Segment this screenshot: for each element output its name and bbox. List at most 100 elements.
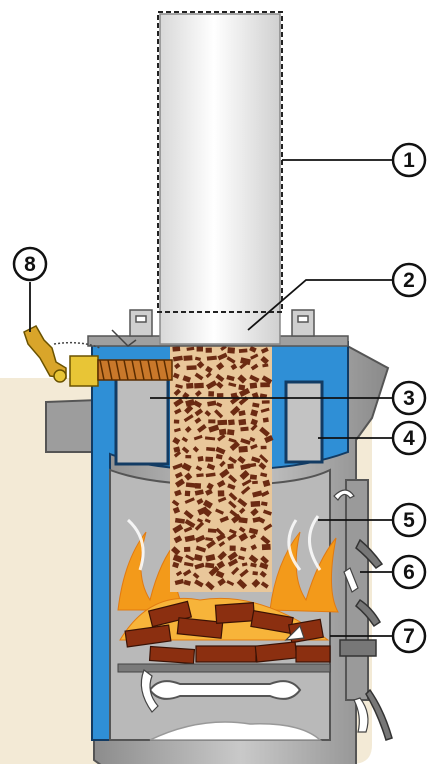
wood-chunk xyxy=(205,581,215,591)
wood-chunk xyxy=(173,427,181,433)
wood-chunk xyxy=(217,352,228,361)
wood-chunk xyxy=(226,375,235,382)
wood-chunk xyxy=(172,346,181,352)
wood-chunk xyxy=(227,347,236,354)
wood-chunk xyxy=(238,387,251,397)
wood-chunk xyxy=(216,393,224,398)
wood-chunk xyxy=(215,453,223,460)
callout-4: 4 xyxy=(391,420,427,456)
wood-chunk xyxy=(217,419,228,426)
wood-chunk xyxy=(183,509,194,520)
wood-chunk xyxy=(205,562,215,569)
wood-chunk xyxy=(192,446,200,453)
wood-chunk xyxy=(249,474,258,480)
wood-chunk xyxy=(205,553,216,562)
wood-chunk xyxy=(215,570,225,579)
wood-chunk xyxy=(260,501,268,507)
wood-chunk xyxy=(196,473,204,478)
wood-chunk xyxy=(258,462,267,470)
wood-chunk xyxy=(249,533,257,540)
wood-chunk xyxy=(174,471,183,479)
wood-chunk xyxy=(208,565,220,577)
wood-chunk xyxy=(206,540,216,549)
wood-chunk xyxy=(238,445,248,453)
wood-chunk xyxy=(186,365,197,371)
callout-7-circle xyxy=(391,618,427,654)
callout-7: 7 xyxy=(391,618,427,654)
grate xyxy=(117,663,331,700)
wood-chunk xyxy=(215,381,224,389)
side-flange xyxy=(45,398,99,453)
wood-chunk xyxy=(227,558,239,567)
callout-8-circle xyxy=(12,246,48,282)
wood-chunk xyxy=(173,450,182,458)
wood-chunk xyxy=(194,382,204,389)
wood-chunk xyxy=(227,532,237,541)
chimney-extension-outline xyxy=(157,11,283,313)
wood-chunk xyxy=(250,544,258,551)
wood-chunk xyxy=(260,356,269,365)
wood-chunk xyxy=(194,417,202,424)
wood-chunk xyxy=(264,435,274,444)
wood-chunk xyxy=(186,382,194,389)
wood-chunk xyxy=(258,517,266,524)
wood-chunk xyxy=(227,463,234,470)
wood-chunk xyxy=(208,419,216,424)
wood-chunk xyxy=(197,455,204,462)
wood-chunk xyxy=(229,441,240,451)
wood-chunk xyxy=(250,353,259,360)
wood-chunk xyxy=(262,509,272,516)
wood-chunk xyxy=(174,362,181,370)
wood-chunk xyxy=(193,434,203,441)
wood-chunk xyxy=(202,507,212,518)
wood-chunk xyxy=(217,550,227,561)
wood-chunk xyxy=(174,478,185,488)
wood-chunk xyxy=(194,489,204,496)
wood-chunk xyxy=(173,388,182,397)
wood-chunk xyxy=(226,580,235,586)
mounting-brackets xyxy=(129,309,315,337)
wood-chunk xyxy=(240,463,251,471)
wood-chunk xyxy=(250,562,257,568)
wood-chunk xyxy=(227,551,238,561)
wood-chunk xyxy=(205,488,213,496)
wood-chunk xyxy=(241,562,248,567)
wood-chunk xyxy=(205,380,218,390)
callout-1: 1 xyxy=(391,142,427,178)
wood-chunk xyxy=(175,570,183,577)
wood-chunk xyxy=(218,428,227,436)
wood-chunk xyxy=(194,372,204,381)
wood-chunk xyxy=(228,500,237,509)
wood-chunk xyxy=(228,382,237,388)
wood-chunk xyxy=(184,534,196,543)
wood-chunk xyxy=(182,375,192,383)
wood-chunk xyxy=(231,513,242,524)
wood-chunk xyxy=(238,384,246,391)
callout-1-number: 1 xyxy=(403,149,415,172)
wood-chunk xyxy=(174,408,182,415)
wood-chunk xyxy=(240,357,251,366)
wood-chunk xyxy=(204,410,212,417)
callout-4-circle xyxy=(391,420,427,456)
wood-chunk xyxy=(194,579,204,588)
wood-chunk xyxy=(184,497,195,504)
wood-chunk xyxy=(175,383,183,389)
wood-chunk xyxy=(236,578,248,590)
wood-chunk xyxy=(193,553,203,562)
wood-chunk xyxy=(173,397,184,408)
wood-chunk xyxy=(216,533,226,542)
wood-chunk xyxy=(194,521,205,531)
wood-chunk xyxy=(227,429,235,436)
wood-chunk xyxy=(238,507,246,514)
wood-chunk xyxy=(259,562,269,570)
wood-chunk xyxy=(260,490,270,497)
callout-8: 8 xyxy=(12,246,48,282)
callout-2-number: 2 xyxy=(403,269,415,292)
wood-chunk xyxy=(228,474,238,484)
wood-chunk xyxy=(174,578,184,586)
wood-chunk xyxy=(207,400,217,407)
wood-chunk xyxy=(249,436,256,442)
wood-chunk xyxy=(171,499,180,507)
air-flow-arrows xyxy=(140,489,369,733)
